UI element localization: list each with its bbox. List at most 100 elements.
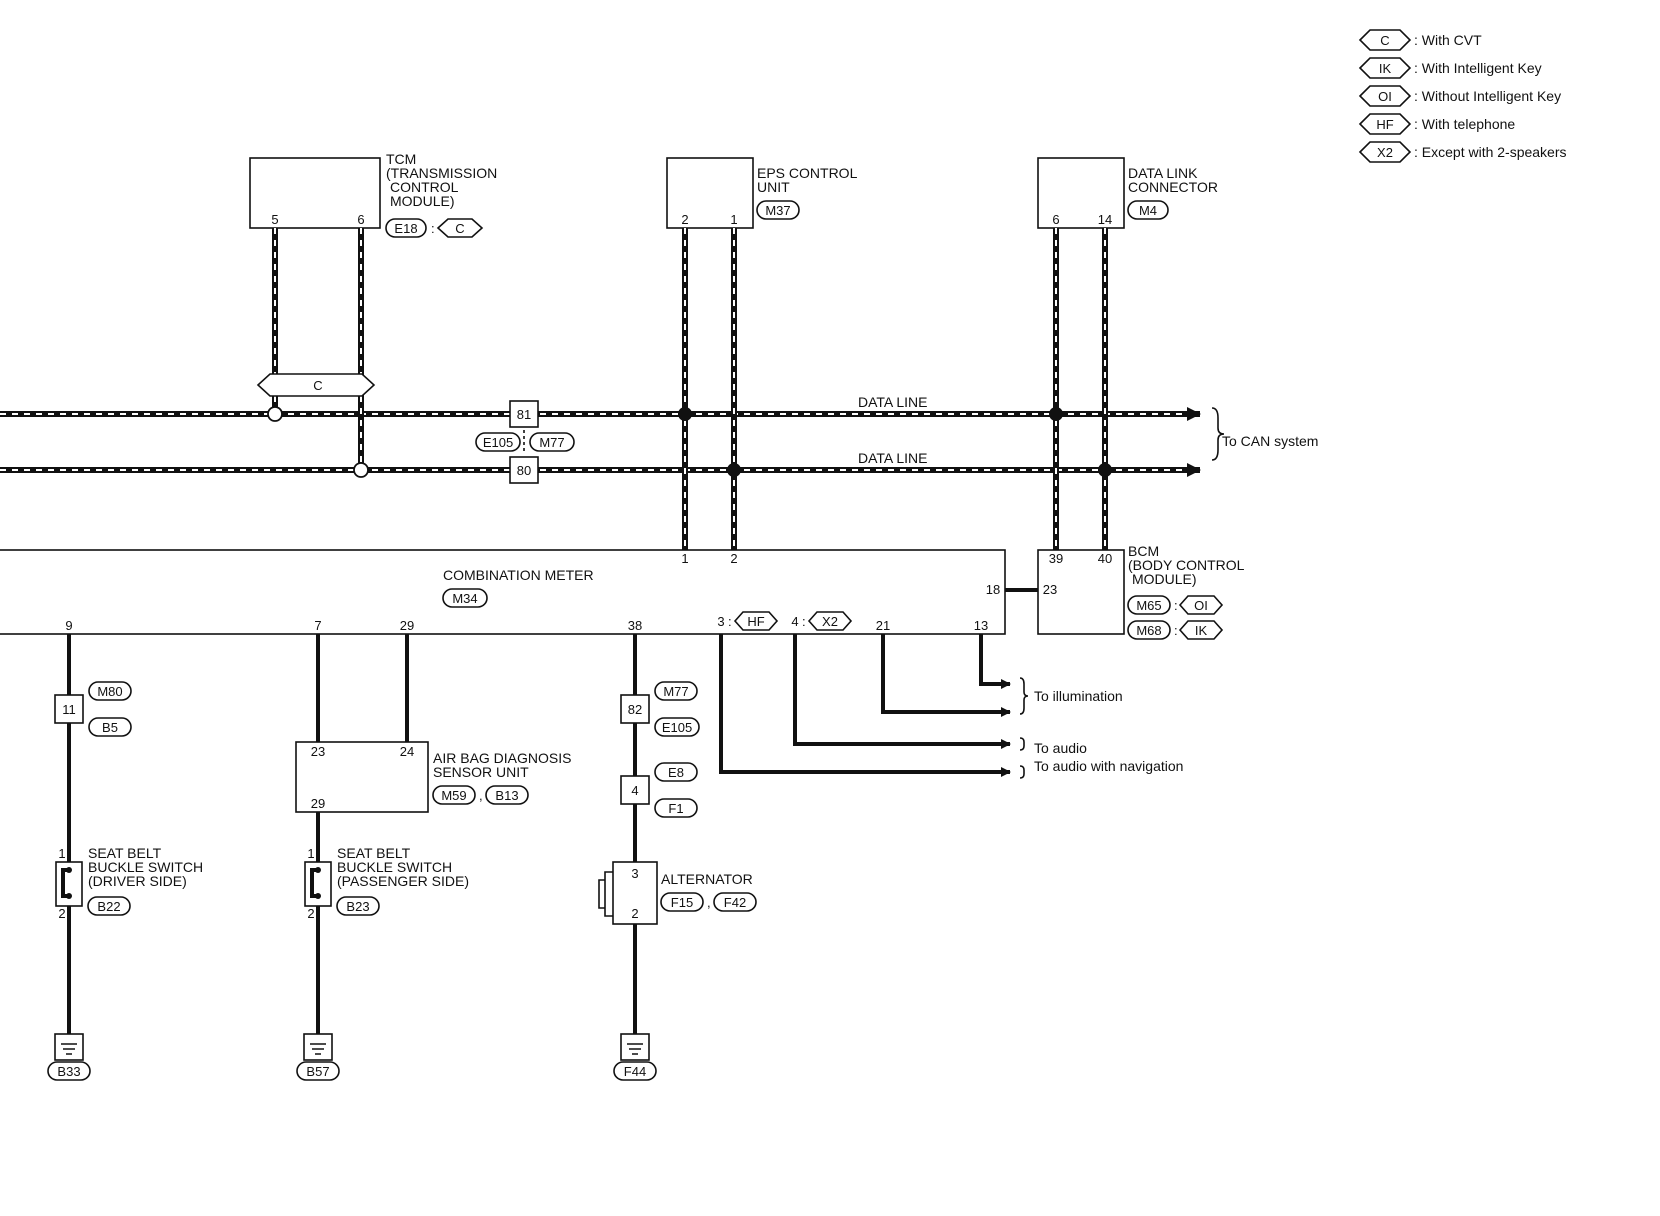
switch-label: (PASSENGER SIDE) [337,873,469,889]
condition-hexagon [733,611,779,631]
condition-text: X2 [822,614,838,629]
condition-hexagon [1358,85,1412,107]
splice-dot [1098,463,1112,477]
to-illumination-label: To illumination [1034,688,1123,704]
separator: : [728,614,732,629]
connector-tag [47,1061,91,1081]
connector-tag [529,432,575,452]
connector-tag [654,762,698,782]
pin-number: 40 [1098,551,1112,566]
pin-number: 2 [730,551,737,566]
alternator-branch: 82 M77 E105 4 E8 F1 3 2 ALTERNATOR F15 ,… [598,634,757,1081]
illumination-wire [881,634,1011,717]
condition-text: C [313,378,322,393]
pin-number: 1 [58,846,65,861]
pin-number: 5 [271,212,278,227]
connector-tag-text: M77 [539,435,564,450]
connector-tag-text: M59 [441,788,466,803]
ground-icon [627,1043,643,1055]
connector-tag-text: M68 [1136,623,1161,638]
connector-tag-text: E105 [483,435,513,450]
switch-label: SEAT BELT [337,845,411,861]
connector-tag [713,892,757,912]
legend-row: HF : With telephone [1358,113,1515,135]
pin-number: 23 [1043,582,1057,597]
condition-hexagon [807,611,853,631]
pin-number: 2 [58,906,65,921]
ground-box [303,1033,333,1061]
switch-terminal [315,893,321,899]
airbag-box [295,741,429,813]
ground-box [620,1033,650,1061]
connector-tag-text: F15 [671,895,693,910]
condition-hexagon [1358,57,1412,79]
connector-tag-text: B22 [97,899,120,914]
pin-number: 38 [628,618,642,633]
separator: : [1174,623,1178,638]
separator: , [707,895,711,910]
data-line-label: DATA LINE [858,394,928,410]
connector-tag-text: M80 [97,684,122,699]
connector-tag-text: F42 [724,895,746,910]
tcm-label: CONTROL [390,179,459,195]
switch-terminal [315,867,321,873]
passenger-seat-belt-branch: 1 2 SEAT BELT BUCKLE SWITCH (PASSENGER S… [296,812,469,1081]
connector-tag-text: B23 [346,899,369,914]
meter-box [0,549,1006,635]
legend-row: C : With CVT [1358,29,1482,51]
connector-tag [296,1061,340,1081]
condition-hexagon [1178,595,1224,615]
driver-seat-belt-branch: 11 M80 B5 1 2 SEAT BELT BUCKLE SWITCH (D… [47,634,203,1081]
ground-label: F44 [624,1064,646,1079]
pin-number: 11 [62,702,76,717]
separator: : [431,221,435,236]
switch-label: (DRIVER SIDE) [88,873,187,889]
connector-tag [88,717,132,737]
data-line-label: DATA LINE [858,450,928,466]
legend-code: IK [1379,61,1392,76]
pin-number: 23 [311,744,325,759]
open-splice [267,406,283,422]
pin-number: 14 [1098,212,1112,227]
connector-tag [654,717,700,737]
connector-tag-text: E18 [394,221,417,236]
pin-number: 7 [314,618,321,633]
eps-label: UNIT [757,179,790,195]
connector-tag [660,892,704,912]
pin-number: 29 [311,796,325,811]
combination-meter: COMBINATION METER M34 1 2 18 9 7 29 38 3… [0,549,1006,635]
pin-number: 13 [974,618,988,633]
switch-label: BUCKLE SWITCH [88,859,203,875]
connector-tag [485,785,529,805]
bcm-module: BCM (BODY CONTROL MODULE) 39 40 23 M65 :… [1005,543,1245,640]
meter-label: COMBINATION METER [443,567,594,583]
condition-hexagon [1358,29,1412,51]
condition-text: IK [1195,623,1208,638]
output-wires: To illumination To audio To audio with n… [719,634,1183,779]
connector-tag-text: B13 [495,788,518,803]
pin-number: 29 [400,618,414,633]
connector-tag-text: M34 [452,591,477,606]
separator: , [479,788,483,803]
tcm-label: TCM [386,151,416,167]
condition-hexagon [436,218,484,238]
legend-row: OI : Without Intelligent Key [1358,85,1561,107]
pin-number: 9 [65,618,72,633]
connector-tag [442,588,488,608]
tcm-label: MODULE) [390,193,455,209]
connector-tag-text: F1 [668,801,683,816]
legend-row: X2 : Except with 2-speakers [1358,141,1567,163]
bcm-label: MODULE) [1132,571,1197,587]
eps-box [666,157,754,229]
alternator-box [612,861,658,925]
dlc-label: CONNECTOR [1128,179,1218,195]
splice-dot [727,463,741,477]
condition-text: HF [747,614,764,629]
tcm-module: TCM (TRANSMISSION CONTROL MODULE) E18 : … [249,151,497,478]
alternator-label: ALTERNATOR [661,871,753,887]
connector-tag [613,1061,657,1081]
switch-terminal [66,893,72,899]
condition-hexagon [1358,113,1412,135]
legend-code: HF [1376,117,1393,132]
